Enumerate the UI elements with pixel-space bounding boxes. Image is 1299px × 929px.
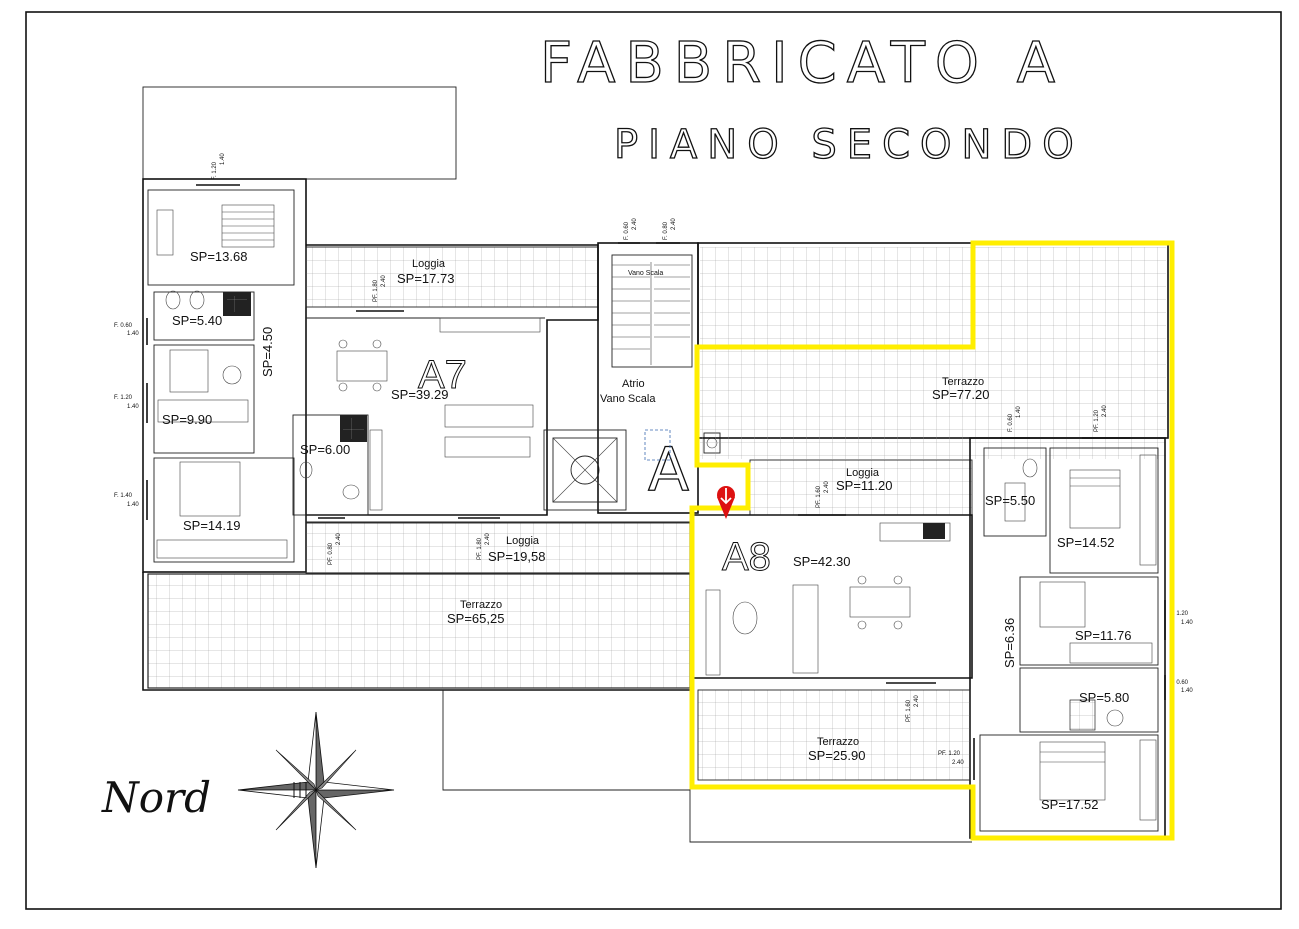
room-name: Terrazzo bbox=[460, 599, 502, 611]
a7-loggia-bottom bbox=[305, 522, 691, 574]
room-area: SP=17.73 bbox=[397, 271, 454, 286]
window-label: PF. 1.60 bbox=[816, 485, 822, 508]
compass-rose-icon bbox=[237, 711, 395, 869]
entrance-arrow-icon bbox=[717, 486, 735, 519]
window-label: 1.40 bbox=[1016, 406, 1022, 418]
window-label: F. 1.20 bbox=[1170, 611, 1189, 617]
a8-terrazzo-top bbox=[700, 247, 1166, 459]
window-label: PF. 1.80 bbox=[373, 279, 379, 302]
lift-a-letter: A bbox=[648, 435, 699, 505]
plan-subtitle: PIANO SECONDO bbox=[614, 122, 1084, 168]
window-label: F. 0.60 bbox=[114, 323, 133, 329]
plan-title: FABBRICATO A bbox=[540, 31, 1065, 96]
window-label: 2.40 bbox=[671, 218, 677, 230]
window-label: 1.40 bbox=[220, 153, 226, 165]
room-area: SP=5.80 bbox=[1079, 690, 1129, 705]
room-area: SP=4.50 bbox=[260, 327, 275, 377]
room-area: SP=65,25 bbox=[447, 611, 504, 626]
north-label: Nord bbox=[101, 773, 211, 822]
window-label: 2.40 bbox=[336, 533, 342, 545]
window-label: PF. 1.60 bbox=[906, 699, 912, 722]
room-name: Terrazzo bbox=[942, 376, 984, 388]
window-label: PF. 1.20 bbox=[1094, 409, 1100, 432]
window-label: 2.40 bbox=[824, 481, 830, 493]
unit-a7 bbox=[142, 86, 691, 791]
window-label: 1.40 bbox=[1181, 620, 1193, 626]
window-label: F. 0.60 bbox=[1170, 680, 1189, 686]
sheet-border bbox=[25, 11, 1282, 910]
window-label: PF. 0.80 bbox=[328, 542, 334, 565]
unit-label-a8: A8 bbox=[722, 535, 771, 579]
window-label: 2.40 bbox=[632, 218, 638, 230]
room-name: Atrio bbox=[622, 378, 645, 390]
room-name: Terrazzo bbox=[817, 736, 859, 748]
window-label: F. 0.60 bbox=[1008, 413, 1014, 432]
unit-label-a7: A7 bbox=[418, 353, 467, 397]
room-area: SP=39.29 bbox=[391, 387, 448, 402]
room-area: SP=42.30 bbox=[793, 554, 850, 569]
room-area: SP=25.90 bbox=[808, 748, 865, 763]
a7-loggia-top bbox=[305, 246, 599, 308]
a8-terrazzo-bottom bbox=[697, 689, 971, 781]
room-name: Loggia bbox=[846, 467, 880, 479]
room-name: Vano Scala bbox=[600, 393, 656, 405]
window-label: F. 1.40 bbox=[114, 493, 133, 499]
window-label: 2.40 bbox=[485, 533, 491, 545]
window-label: 1.40 bbox=[127, 502, 139, 508]
window-label: 2.40 bbox=[914, 695, 920, 707]
room-area: SP=14.52 bbox=[1057, 535, 1114, 550]
a8-highlight-outline bbox=[689, 240, 1175, 841]
room-area: SP=5.40 bbox=[172, 313, 222, 328]
room-name: Loggia bbox=[412, 258, 446, 270]
room-area: SP=11.76 bbox=[1075, 628, 1132, 643]
room-area: SP=6.00 bbox=[300, 442, 350, 457]
window-label: 2.40 bbox=[381, 275, 387, 287]
window-label: PF. 1.80 bbox=[477, 537, 483, 560]
window-label: F. 1.20 bbox=[114, 395, 133, 401]
a7-terrazzo bbox=[147, 573, 691, 689]
room-area: SP=17.52 bbox=[1041, 797, 1098, 812]
room-area: SP=11.20 bbox=[836, 478, 893, 493]
room-area: SP=14.19 bbox=[183, 518, 240, 533]
room-area: SP=6.36 bbox=[1002, 618, 1017, 668]
window-label: PF. 1.20 bbox=[938, 751, 961, 757]
window-label: 1.40 bbox=[127, 404, 139, 410]
window-label: 1.40 bbox=[127, 331, 139, 337]
window-label: F. 1.20 bbox=[212, 161, 218, 180]
window-label: 2.40 bbox=[1102, 405, 1108, 417]
window-label: 1.40 bbox=[1181, 688, 1193, 694]
room-area: SP=77.20 bbox=[932, 387, 989, 402]
window-label: F. 0.60 bbox=[624, 221, 630, 240]
room-area: SP=5.50 bbox=[985, 493, 1035, 508]
room-name: Vano Scala bbox=[628, 270, 663, 277]
room-area: SP=13.68 bbox=[190, 249, 247, 264]
room-name: Loggia bbox=[506, 535, 540, 547]
a8-loggia bbox=[749, 459, 973, 516]
window-label: F. 0.80 bbox=[663, 221, 669, 240]
window-label: 2.40 bbox=[952, 760, 964, 766]
unit-a8 bbox=[689, 242, 1169, 843]
room-area: SP=19,58 bbox=[488, 549, 545, 564]
window-annotations: F. 1.20 1.40 PF. 1.80 2.40 F. 0.60 1.40 … bbox=[114, 153, 1193, 780]
room-area: SP=9.90 bbox=[162, 412, 212, 427]
